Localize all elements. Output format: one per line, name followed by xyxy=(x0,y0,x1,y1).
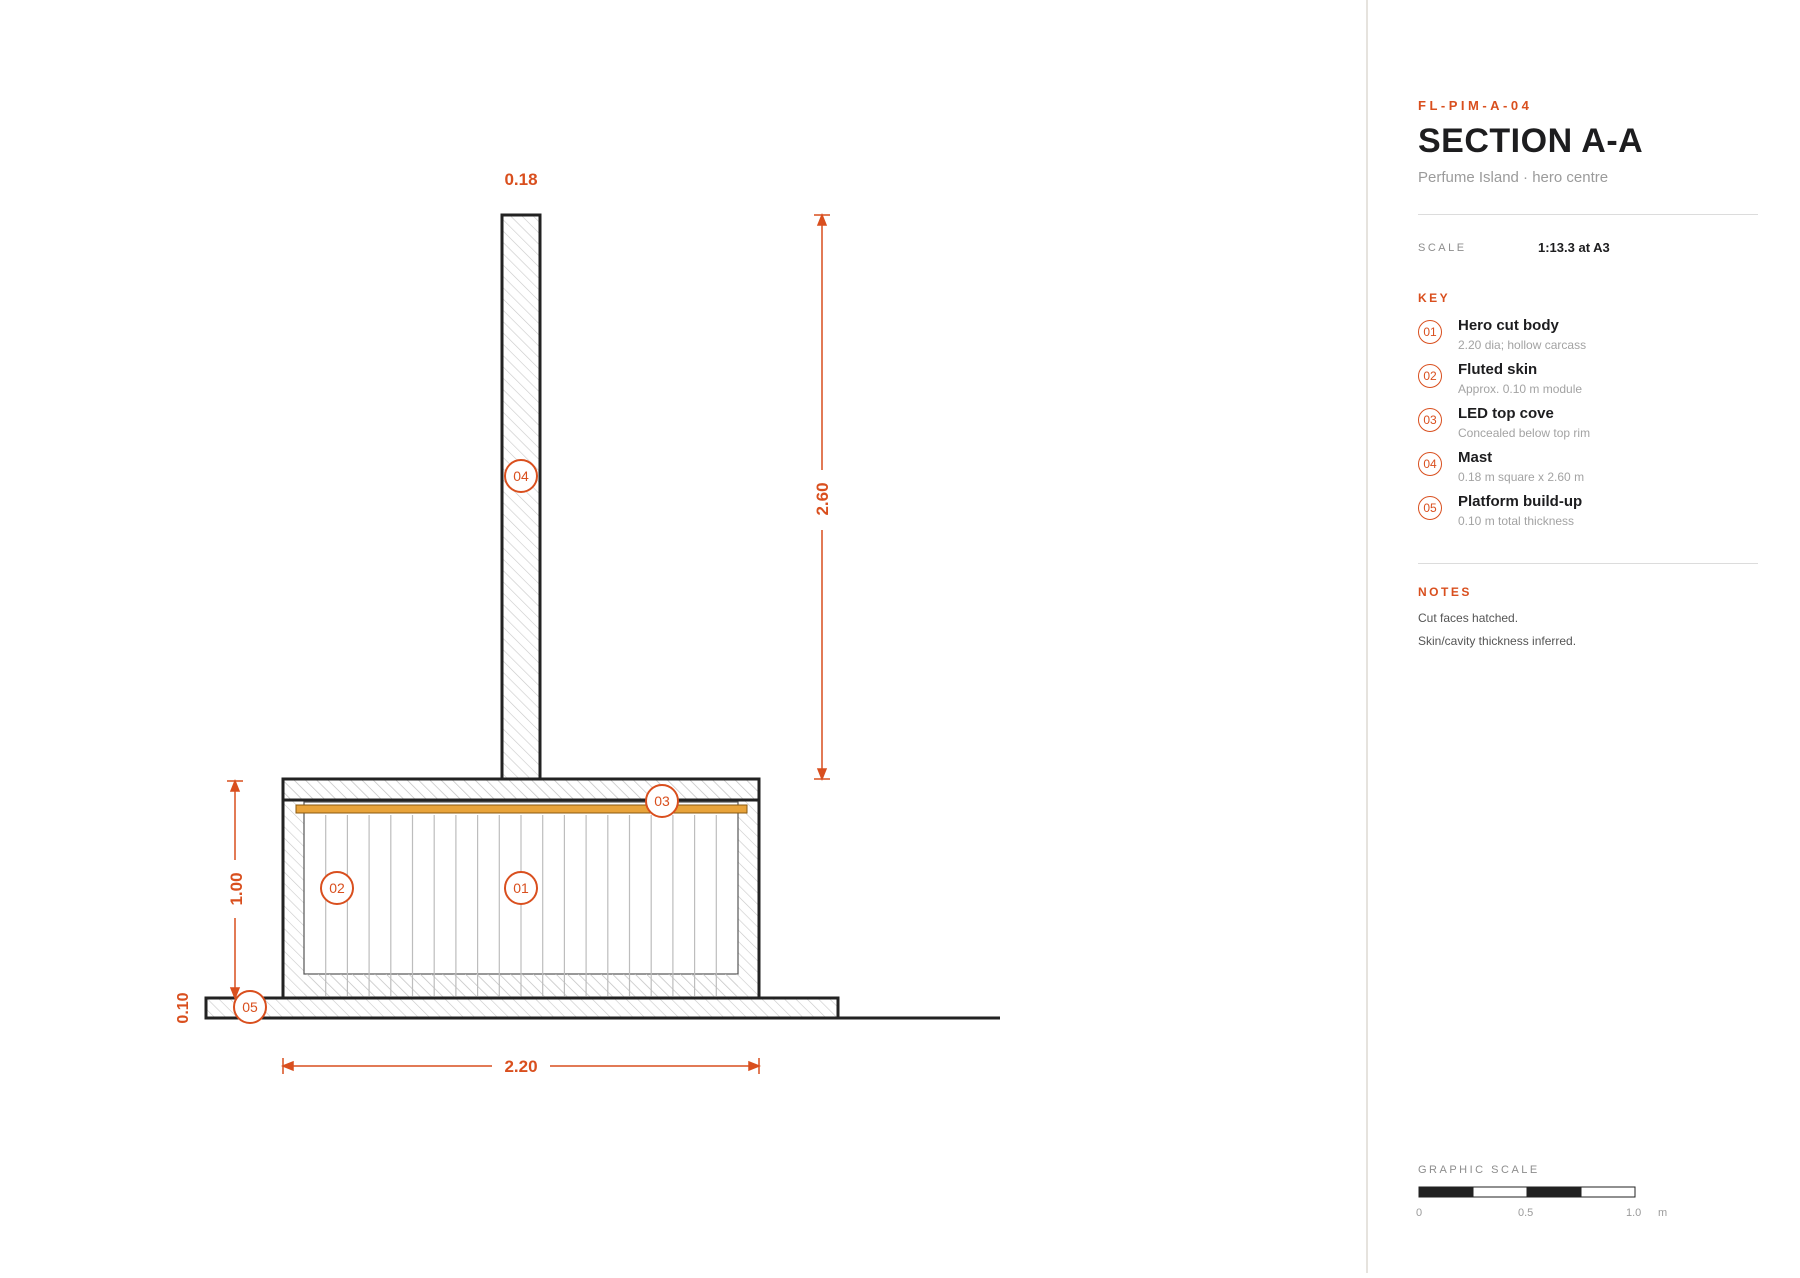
mast xyxy=(500,213,542,781)
callout-03: 03 xyxy=(645,784,679,818)
scale-value: 1:13.3 at A3 xyxy=(1538,240,1610,255)
notes-heading: NOTES xyxy=(1418,585,1472,599)
key-item-description: Approx. 0.10 m module xyxy=(1458,382,1583,396)
section-drawing-svg: 0.18 2.60 1.00 0.10 xyxy=(175,170,1000,1076)
svg-text:04: 04 xyxy=(513,468,529,484)
svg-text:01: 01 xyxy=(513,880,529,896)
note-line: Skin/cavity thickness inferred. xyxy=(1418,634,1577,648)
divider-rule xyxy=(1418,214,1758,215)
key-number-badge: 05 xyxy=(1418,496,1442,520)
graphic-scale-tick: 0 xyxy=(1416,1207,1423,1219)
key-item: 05 Platform build-up 0.10 m total thickn… xyxy=(1418,493,1758,537)
callout-04: 04 xyxy=(504,459,538,493)
key-item: 04 Mast 0.18 m square x 2.60 m xyxy=(1418,449,1758,493)
svg-text:05: 05 xyxy=(242,999,258,1015)
led-top-cove xyxy=(295,804,748,814)
key-number-badge: 02 xyxy=(1418,364,1442,388)
key-item-title: LED top cove xyxy=(1458,405,1554,422)
callout-05: 05 xyxy=(233,990,267,1024)
dim-platform-thickness: 0.10 xyxy=(175,992,192,1023)
key-item-title: Platform build-up xyxy=(1458,493,1583,510)
key-item-description: 0.18 m square x 2.60 m xyxy=(1458,470,1585,484)
key-heading: KEY xyxy=(1418,291,1451,305)
key-item-title: Hero cut body xyxy=(1458,317,1559,334)
drawing-code: FL-PIM-A-04 xyxy=(1418,98,1533,113)
graphic-scale-label: GRAPHIC SCALE xyxy=(1418,1164,1540,1176)
section-drawing: 0.18 2.60 1.00 0.10 xyxy=(175,170,1000,1076)
callout-02: 02 xyxy=(320,871,354,905)
body-top-rim xyxy=(281,777,761,802)
key-item-title: Mast xyxy=(1458,449,1493,466)
dim-mast-height-line xyxy=(814,212,830,782)
graphic-scale-tick: 1.0 xyxy=(1626,1207,1642,1219)
key-item-title: Fluted skin xyxy=(1458,361,1538,378)
note-line: Cut faces hatched. xyxy=(1418,611,1519,625)
key-item-description: 0.10 m total thickness xyxy=(1458,514,1575,528)
title-panel: FL-PIM-A-04 SECTION A-A Perfume Island ·… xyxy=(1416,0,1758,1273)
graphic-scale-tick: 0.5 xyxy=(1518,1207,1534,1219)
key-item: 01 Hero cut body 2.20 dia; hollow carcas… xyxy=(1418,317,1758,361)
divider-rule xyxy=(1418,563,1758,564)
key-item: 02 Fluted skin Approx. 0.10 m module xyxy=(1418,361,1758,405)
dim-body-height: 1.00 xyxy=(227,872,246,905)
platform xyxy=(204,996,840,1020)
dim-body-width: 2.20 xyxy=(504,1057,537,1076)
key-item-description: Concealed below top rim xyxy=(1458,426,1591,440)
key-number-badge: 04 xyxy=(1418,452,1442,476)
key-item-description: 2.20 dia; hollow carcass xyxy=(1458,338,1587,352)
key-number-badge: 01 xyxy=(1418,320,1442,344)
dim-body-height-line xyxy=(227,778,243,1001)
dim-mast-width: 0.18 xyxy=(504,170,537,189)
graphic-scale-bar xyxy=(1418,1186,1636,1198)
fluted-skin xyxy=(325,815,717,996)
svg-text:03: 03 xyxy=(654,793,670,809)
svg-text:02: 02 xyxy=(329,880,345,896)
scale-label: SCALE xyxy=(1418,242,1467,254)
callout-01: 01 xyxy=(504,871,538,905)
dim-body-width-line xyxy=(280,1058,762,1074)
key-item: 03 LED top cove Concealed below top rim xyxy=(1418,405,1758,449)
panel-divider xyxy=(1366,0,1368,1273)
graphic-scale-unit: m xyxy=(1658,1207,1668,1219)
drawing-subtitle: Perfume Island · hero centre xyxy=(1418,169,1609,186)
key-number-badge: 03 xyxy=(1418,408,1442,432)
dim-mast-height: 2.60 xyxy=(813,482,832,515)
drawing-title: SECTION A-A xyxy=(1418,122,1644,160)
